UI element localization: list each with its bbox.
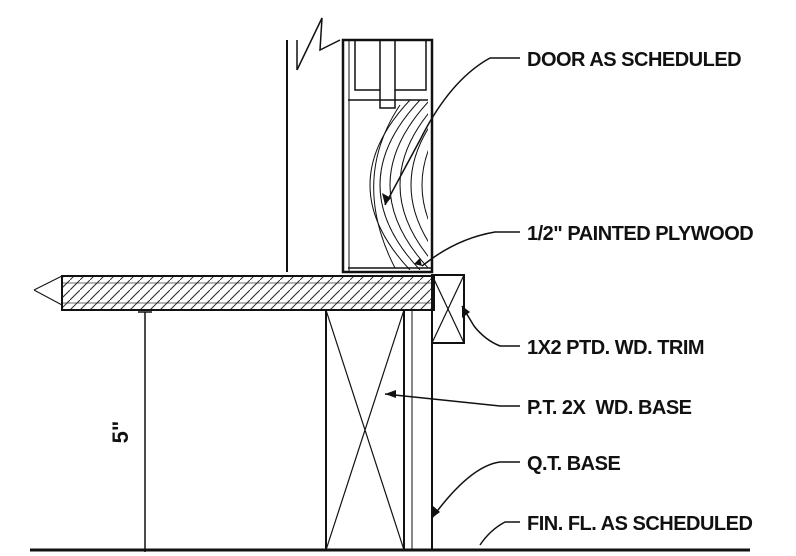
- label-base: P.T. 2X WD. BASE: [527, 397, 692, 419]
- label-qt-base: Q.T. BASE: [527, 453, 620, 475]
- wall-line: [286, 17, 341, 272]
- label-plywood: 1/2" PAINTED PLYWOOD: [527, 223, 753, 245]
- leader-arrows: [382, 193, 470, 518]
- label-door: DOOR AS SCHEDULED: [527, 49, 741, 71]
- trim-block: [431, 274, 465, 344]
- wood-base: [325, 309, 405, 551]
- door: [341, 38, 434, 274]
- leaders: [384, 57, 520, 546]
- label-trim: 1X2 PTD. WD. TRIM: [527, 337, 704, 359]
- floor-slab: [33, 275, 435, 311]
- label-floor: FIN. FL. AS SCHEDULED: [527, 513, 752, 535]
- qt-base: [403, 309, 433, 551]
- dimension-line: [138, 311, 152, 552]
- dimension-height: 5": [108, 421, 133, 444]
